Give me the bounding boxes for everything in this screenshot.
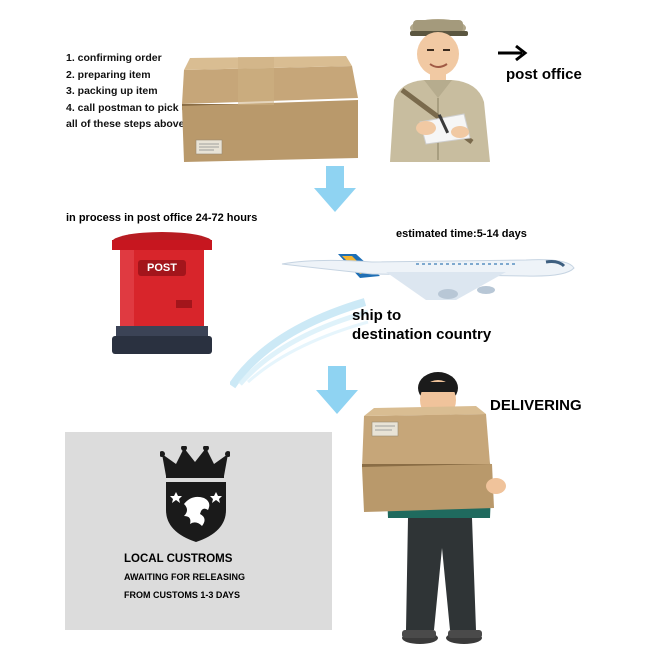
parcel-stack-illustration: [182, 56, 358, 162]
delivery-man-illustration: [362, 372, 506, 644]
postman-illustration: [390, 19, 490, 162]
post-office-label: post office: [506, 66, 582, 83]
mailbox-sign: POST: [147, 262, 177, 274]
ship-to-destination-label: ship to destination country: [352, 306, 552, 344]
customs-line-1: AWAITING FOR RELEASING: [124, 572, 246, 582]
crown-icon: [160, 446, 230, 478]
step-item: 4. call postman to pick up: [66, 101, 195, 114]
step-item: 3. packing up item: [66, 85, 158, 97]
airplane-illustration: [281, 254, 575, 300]
swoosh-trail: [230, 298, 369, 389]
mailbox-illustration: [112, 232, 212, 354]
post-office-processing-label: in process in post office 24-72 hours: [66, 212, 258, 224]
step-item: 2. preparing item: [66, 68, 151, 81]
arrow-down-icon: [316, 366, 358, 414]
estimated-time-label: estimated time:5-14 days: [396, 228, 527, 240]
customs-line-2: FROM CUSTOMS 1-3 DAYS: [124, 590, 241, 600]
order-steps-list: 1. confirming order 2. preparing item 3.…: [66, 50, 334, 133]
ship-line-1: ship to: [352, 307, 402, 324]
step-item: 1. confirming order: [66, 52, 162, 64]
delivering-label: DELIVERING: [490, 397, 582, 414]
shield-icon: [166, 482, 226, 542]
customs-title: LOCAL CUSTROMS: [124, 553, 233, 565]
arrow-right-icon: [498, 44, 528, 62]
arrow-down-icon: [314, 166, 356, 212]
ship-line-2: destination country: [352, 326, 492, 343]
